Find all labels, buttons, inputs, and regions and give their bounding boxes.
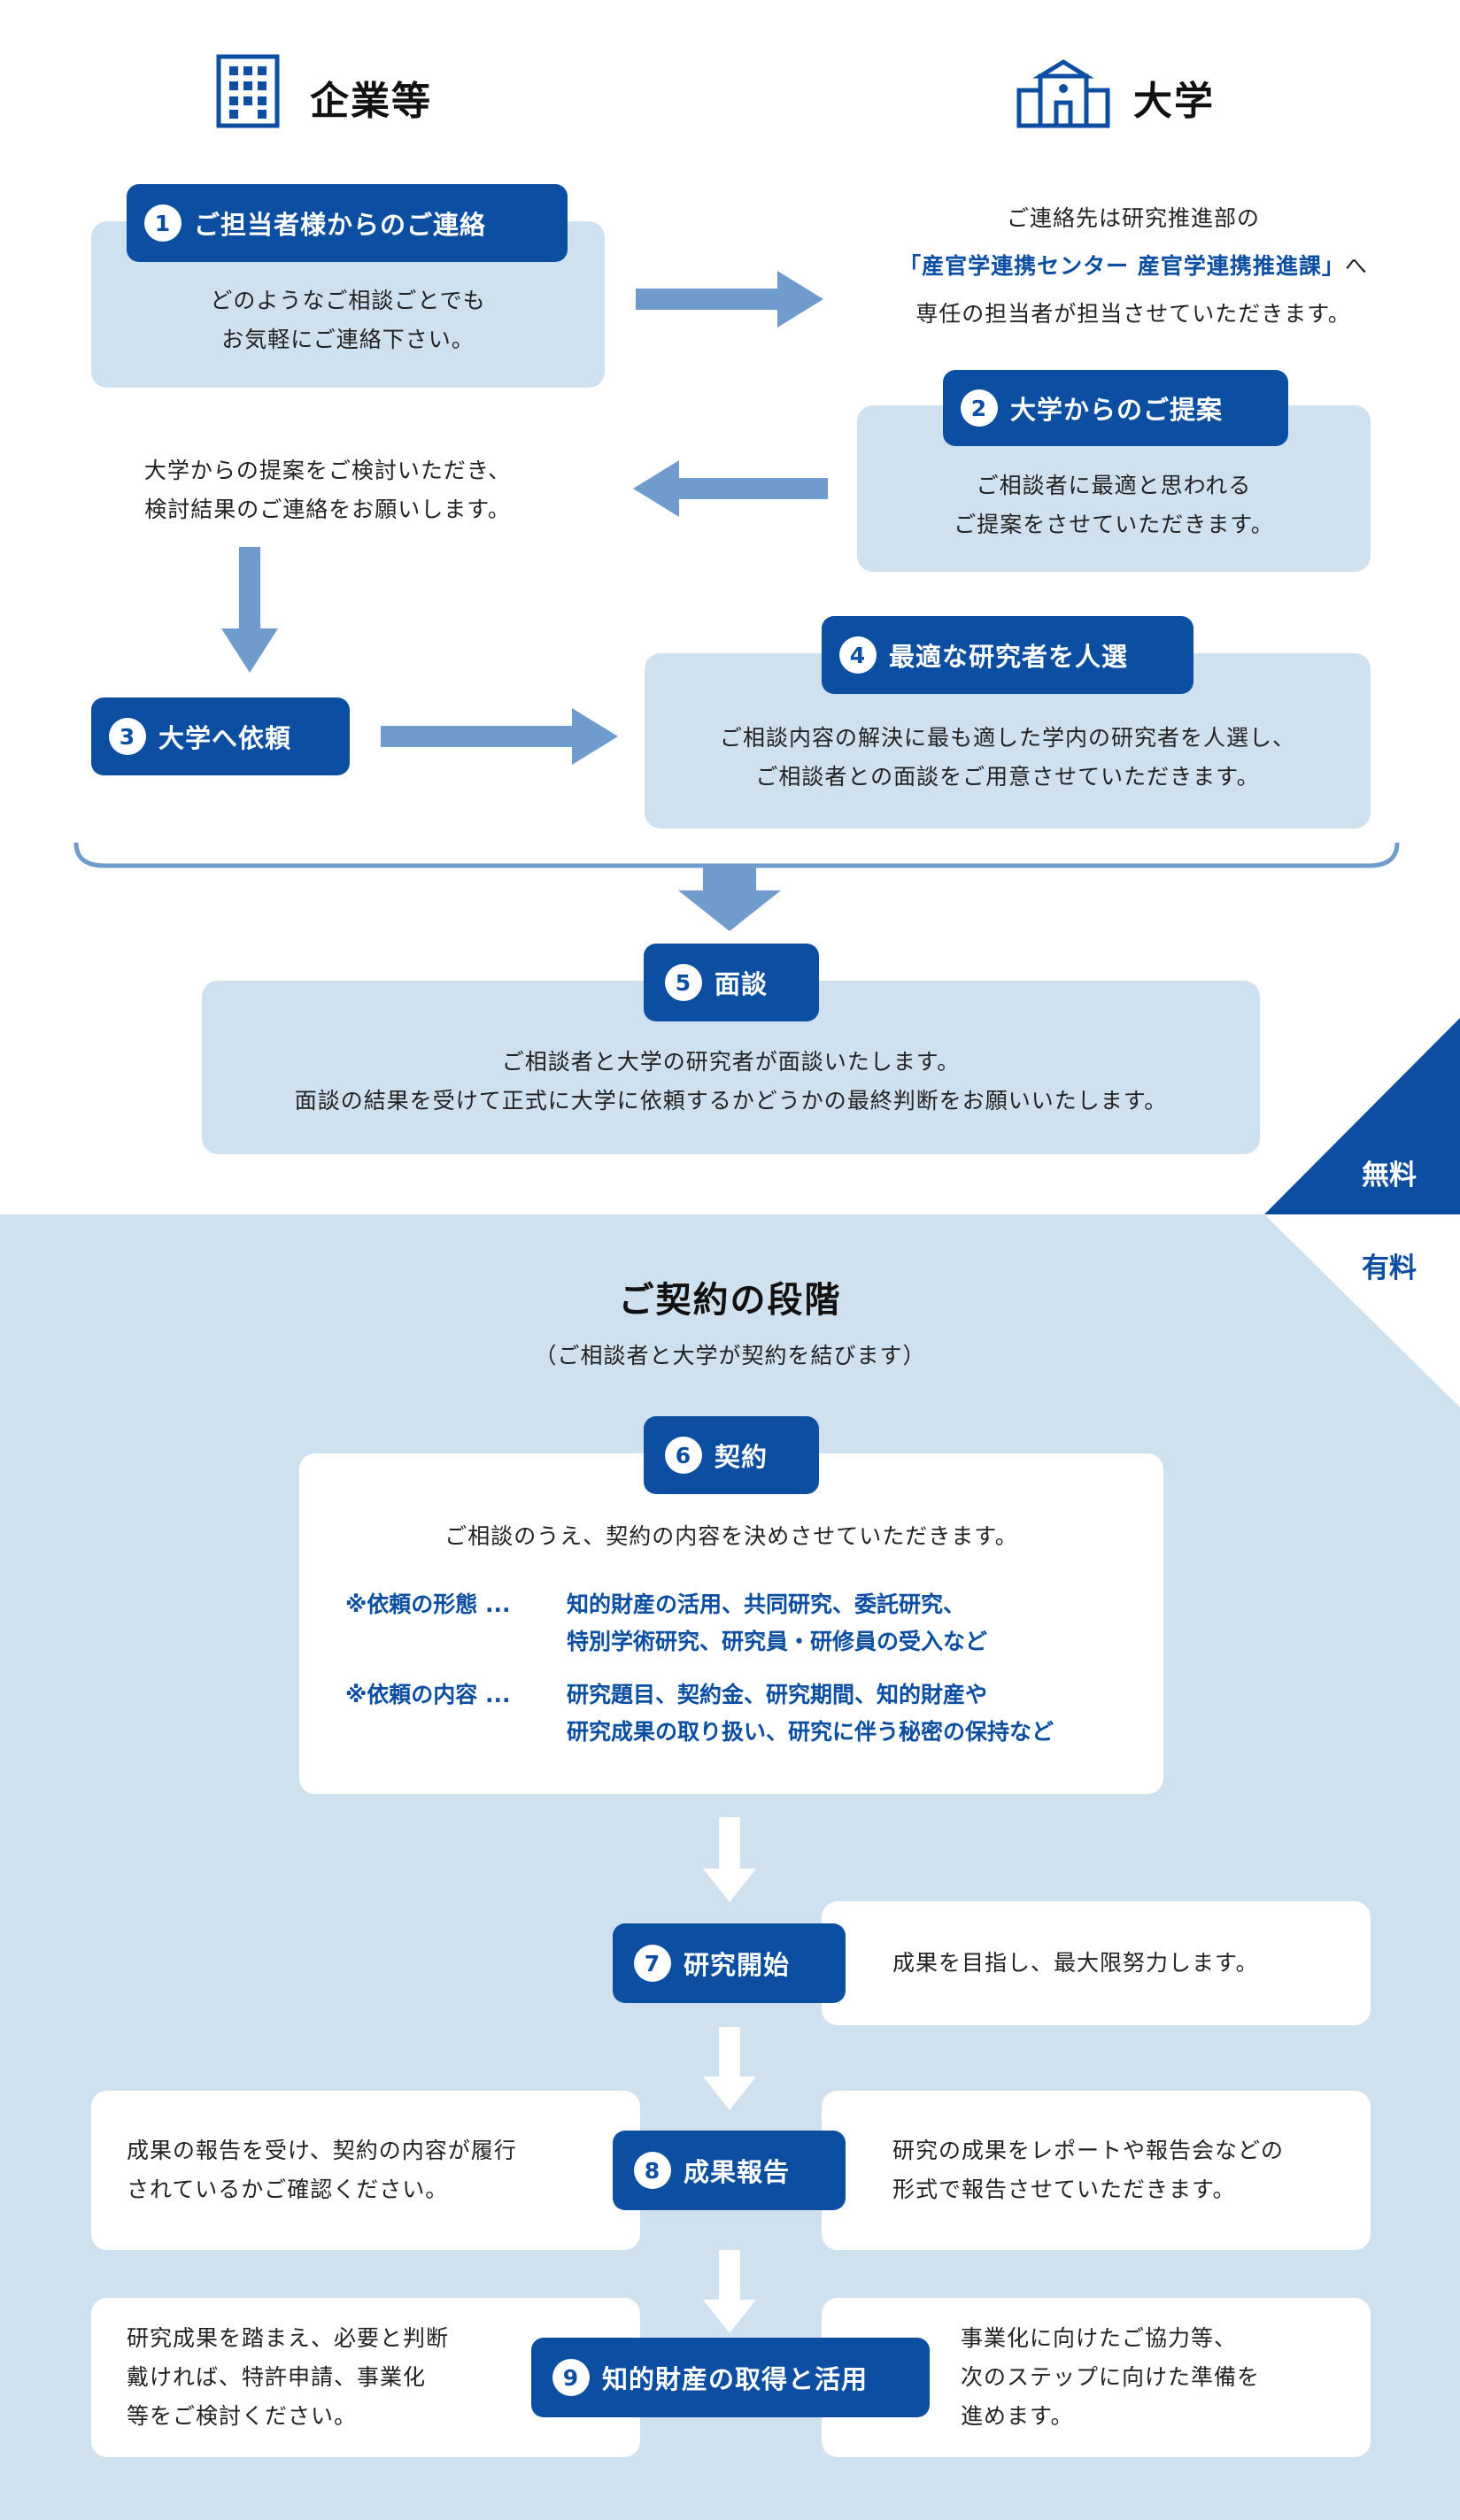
step5-label: 5 面談 (644, 944, 819, 1021)
arrow-down-9 (703, 2250, 756, 2333)
step3-title: 大学へ依頼 (158, 723, 292, 753)
step1-title: ご担当者様からのご連絡 (194, 210, 487, 240)
step8-left-line1: 成果の報告を受け、契約の内容が履行 (127, 2138, 517, 2163)
step8-left-line2: されているかご確認ください。 (127, 2177, 449, 2202)
step8-title: 成果報告 (684, 2157, 791, 2187)
arrow-left-2 (633, 460, 828, 517)
step2-line1: ご相談者に最適と思われる (976, 473, 1252, 498)
step6-label: 6 契約 (644, 1416, 819, 1494)
step8-left-box (91, 2091, 640, 2250)
step2-text: ご相談者に最適と思われる ご提案をさせていただきます。 (857, 466, 1371, 544)
consider-text: 大学からの提案をご検討いただき、 検討結果のご連絡をお願いします。 (80, 451, 576, 529)
step2-label: 2 大学からのご提案 (943, 370, 1288, 446)
consider-line1: 大学からの提案をご検討いただき、 (143, 458, 512, 483)
contact-line1: ご連絡先は研究推進部の (1006, 205, 1260, 231)
step7-title: 研究開始 (684, 1950, 791, 1980)
step9-left-text: 研究成果を踏まえ、必要と判断 戴ければ、特許申請、事業化 等をご検討ください。 (127, 2319, 449, 2436)
arrow-right-3 (381, 708, 618, 765)
step4-line2: ご相談者との面談をご用意させていただきます。 (755, 764, 1260, 790)
fee-free-label: 無料 (1362, 1160, 1417, 1191)
contract-stage-subtitle: （ご相談者と大学が契約を結びます） (534, 1343, 926, 1368)
step3-label: 3 大学へ依頼 (91, 697, 350, 775)
step1-line1: どのようなご相談ごとでも (210, 288, 486, 313)
step1-line2: お気軽にご連絡下さい。 (221, 327, 475, 352)
step9-title: 知的財産の取得と活用 (602, 2364, 869, 2394)
step4-line1: ご相談内容の解決に最も適した学内の研究者を人選し、 (719, 725, 1295, 751)
step6-title: 契約 (715, 1442, 769, 1472)
arrow-down-3 (221, 547, 278, 673)
university-building-icon (1016, 59, 1110, 128)
step8-left-text: 成果の報告を受け、契約の内容が履行 されているかご確認ください。 (127, 2131, 517, 2209)
company-label: 企業等 (310, 79, 432, 124)
step1-label: 1 ご担当者様からのご連絡 (127, 184, 568, 262)
step9-number: 9 (552, 2359, 590, 2396)
step4-text: ご相談内容の解決に最も適した学内の研究者を人選し、 ご相談者との面談をご用意させ… (645, 719, 1371, 797)
contact-info: ご連絡先は研究推進部の 「産官学連携センター 産官学連携推進課」へ 専任の担当者… (832, 195, 1434, 338)
arrow-down-7 (703, 1817, 756, 1902)
step1-text: どのようなご相談ごとでも お気軽にご連絡下さい。 (91, 281, 605, 359)
arrow-down-8 (703, 2027, 756, 2110)
step9-right-text: 事業化に向けたご協力等、 次のステップに向けた準備を 進めます。 (961, 2319, 1260, 2436)
arrow-down-5 (678, 866, 781, 931)
contact-line2: 「産官学連携センター 産官学連携推進課」へ (832, 243, 1434, 290)
step1-number: 1 (144, 204, 182, 242)
note1-line1: 知的財産の活用、共同研究、委託研究、 (567, 1591, 966, 1617)
step6-number: 6 (665, 1437, 702, 1474)
contact-line2-tail: へ (1344, 253, 1368, 279)
step8-right-line2: 形式で報告させていただきます。 (892, 2177, 1236, 2202)
step4-title: 最適な研究者を人選 (889, 642, 1129, 672)
consider-line2: 検討結果のご連絡をお願いします。 (144, 497, 511, 522)
step9-right-line3: 進めます。 (961, 2403, 1074, 2429)
step7-right-text: 成果を目指し、最大限努力します。 (892, 1950, 1259, 1976)
step6-box (299, 1453, 1163, 1794)
step5-line2: 面談の結果を受けて正式に大学に依頼するかどうかの最終判断をお願いいたします。 (294, 1088, 1168, 1114)
fee-paid-label: 有料 (1362, 1252, 1417, 1284)
arrow-right-1 (636, 271, 823, 328)
step5-title: 面談 (715, 969, 769, 999)
step9-label: 9 知的財産の取得と活用 (531, 2338, 930, 2417)
step2-title: 大学からのご提案 (1010, 395, 1224, 425)
step2-line2: ご提案をさせていただきます。 (954, 512, 1274, 537)
step5-line1: ご相談者と大学の研究者が面談いたします。 (501, 1049, 961, 1075)
step8-right-line1: 研究の成果をレポートや報告会などの (892, 2138, 1285, 2163)
step5-number: 5 (665, 964, 702, 1001)
note1-head: ※依頼の形態 ... (345, 1591, 511, 1617)
step4-number: 4 (839, 636, 877, 674)
note2-head: ※依頼の内容 ... (345, 1682, 511, 1707)
fee-divider-triangles (1264, 1018, 1460, 1407)
step6-text: ご相談のうえ、契約の内容を決めさせていただきます。 (444, 1523, 1018, 1549)
contact-line3: 専任の担当者が担当させていただきます。 (915, 301, 1351, 327)
step9-left-line2: 戴ければ、特許申請、事業化 (127, 2364, 427, 2390)
contract-stage-title: ご契約の段階 (618, 1280, 842, 1321)
step9-left-line3: 等をご検討ください。 (127, 2403, 358, 2429)
step9-left-line1: 研究成果を踏まえ、必要と判断 (127, 2325, 450, 2351)
note1-line2: 特別学術研究、研究員・研修員の受入など (567, 1629, 988, 1654)
step5-text: ご相談者と大学の研究者が面談いたします。 面談の結果を受けて正式に大学に依頼する… (202, 1043, 1260, 1121)
step7-result-box (822, 1901, 1371, 2025)
university-label: 大学 (1133, 79, 1215, 124)
step7-label: 7 研究開始 (613, 1923, 846, 2003)
step8-label: 8 成果報告 (613, 2131, 846, 2210)
office-building-icon (216, 54, 280, 128)
step8-right-box (822, 2091, 1371, 2250)
step4-label: 4 最適な研究者を人選 (822, 616, 1193, 694)
note2-line1: 研究題目、契約金、研究期間、知的財産や (567, 1682, 988, 1707)
step2-number: 2 (961, 389, 998, 427)
note2-line2: 研究成果の取り扱い、研究に伴う秘密の保持など (567, 1719, 1054, 1745)
step9-right-line2: 次のステップに向けた準備を (961, 2364, 1261, 2390)
step3-number: 3 (109, 718, 146, 755)
step9-right-line1: 事業化に向けたご協力等、 (961, 2325, 1238, 2351)
step7-number: 7 (634, 1945, 671, 1982)
step6-note1: ※依頼の形態 ... 知的財産の活用、共同研究、委託研究、 特別学術研究、研究員・… (345, 1586, 1142, 1661)
step6-note2: ※依頼の内容 ... 研究題目、契約金、研究期間、知的財産や 研究成果の取り扱い、… (345, 1676, 1142, 1751)
step8-right-text: 研究の成果をレポートや報告会などの 形式で報告させていただきます。 (892, 2131, 1284, 2209)
contact-department: 「産官学連携センター 産官学連携推進課」 (899, 253, 1345, 279)
step8-number: 8 (634, 2152, 671, 2189)
